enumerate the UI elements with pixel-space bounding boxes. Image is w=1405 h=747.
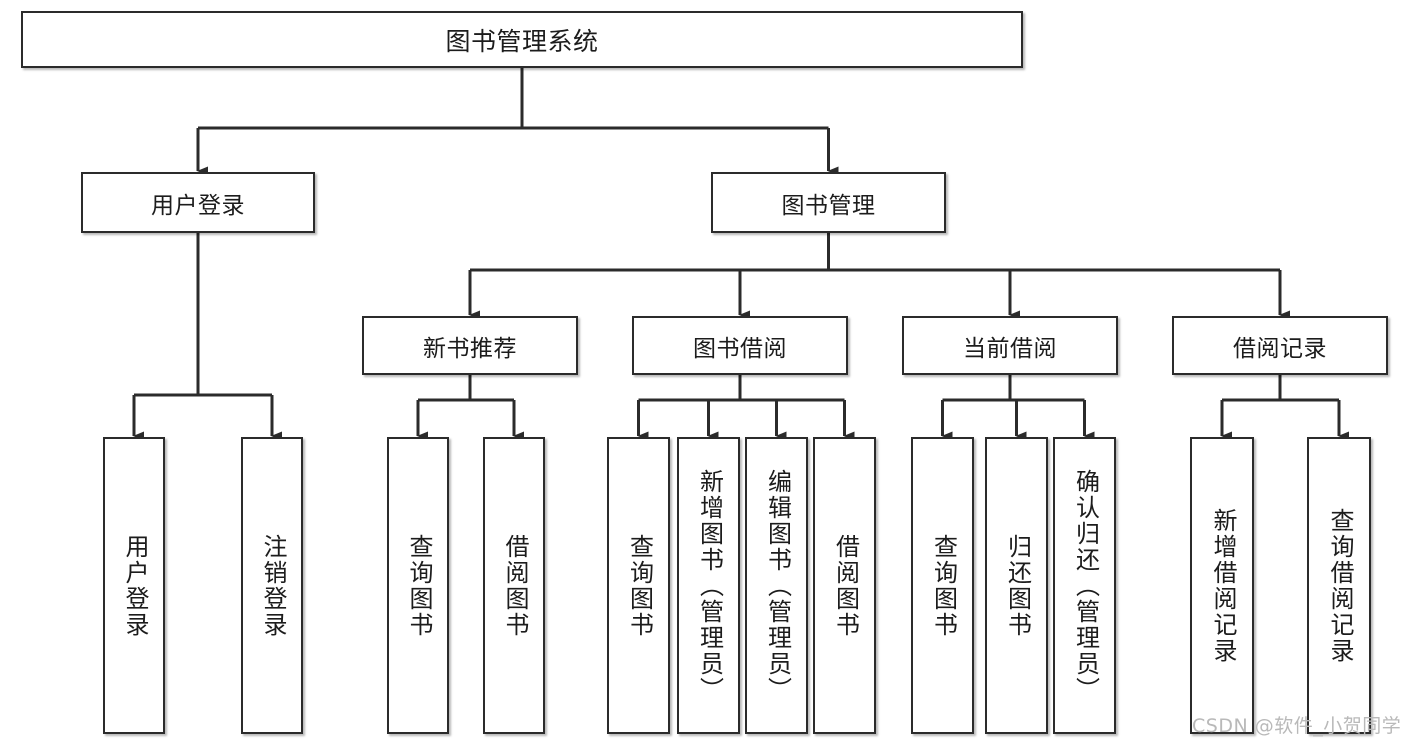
node-leaf-new-1[interactable]: 查询图书 [387, 437, 449, 734]
node-label: 借阅图书 [500, 533, 529, 638]
node-label: 注销登录 [258, 533, 287, 638]
node-label: 当前借阅 [963, 335, 1057, 362]
node-leaf-rec-2[interactable]: 查询借阅记录 [1307, 437, 1371, 734]
node-leaf-cur-1[interactable]: 查询图书 [911, 437, 974, 734]
node-label: 查询图书 [404, 533, 433, 638]
node-newbook[interactable]: 新书推荐 [362, 316, 578, 375]
node-leaf-login-2[interactable]: 注销登录 [241, 437, 303, 734]
node-current[interactable]: 当前借阅 [902, 316, 1118, 375]
node-label: 编辑图书（管理员） [763, 468, 792, 703]
node-bookmgmt[interactable]: 图书管理 [711, 172, 946, 233]
node-label: 查询图书 [625, 533, 654, 638]
node-leaf-new-2[interactable]: 借阅图书 [483, 437, 545, 734]
node-label: 查询图书 [929, 533, 958, 638]
node-label: 归还图书 [1003, 533, 1032, 638]
node-leaf-borrow-4[interactable]: 借阅图书 [813, 437, 876, 734]
node-leaf-login-1[interactable]: 用户登录 [103, 437, 165, 734]
node-leaf-cur-2[interactable]: 归还图书 [985, 437, 1048, 734]
node-label: 用户登录 [151, 192, 245, 219]
node-leaf-borrow-1[interactable]: 查询图书 [607, 437, 670, 734]
node-borrow[interactable]: 图书借阅 [632, 316, 848, 375]
node-login[interactable]: 用户登录 [81, 172, 315, 233]
node-records[interactable]: 借阅记录 [1172, 316, 1388, 375]
node-leaf-borrow-3[interactable]: 编辑图书（管理员） [745, 437, 808, 734]
node-label: 图书借阅 [693, 335, 787, 362]
node-label: 新增图书（管理员） [695, 468, 724, 703]
edge-group [132, 68, 1349, 441]
node-label: 借阅记录 [1233, 335, 1327, 362]
node-leaf-borrow-2[interactable]: 新增图书（管理员） [677, 437, 740, 734]
node-label: 查询借阅记录 [1325, 507, 1354, 664]
node-leaf-cur-3[interactable]: 确认归还（管理员） [1053, 437, 1116, 734]
node-label: 图书管理系统 [445, 26, 599, 56]
node-label: 用户登录 [120, 533, 149, 638]
node-label: 图书管理 [781, 192, 876, 219]
node-label: 借阅图书 [831, 533, 860, 638]
node-root[interactable]: 图书管理系统 [21, 11, 1023, 68]
node-label: 新书推荐 [423, 335, 517, 362]
node-leaf-rec-1[interactable]: 新增借阅记录 [1190, 437, 1254, 734]
node-label: 新增借阅记录 [1208, 507, 1237, 664]
node-label: 确认归还（管理员） [1071, 468, 1100, 703]
